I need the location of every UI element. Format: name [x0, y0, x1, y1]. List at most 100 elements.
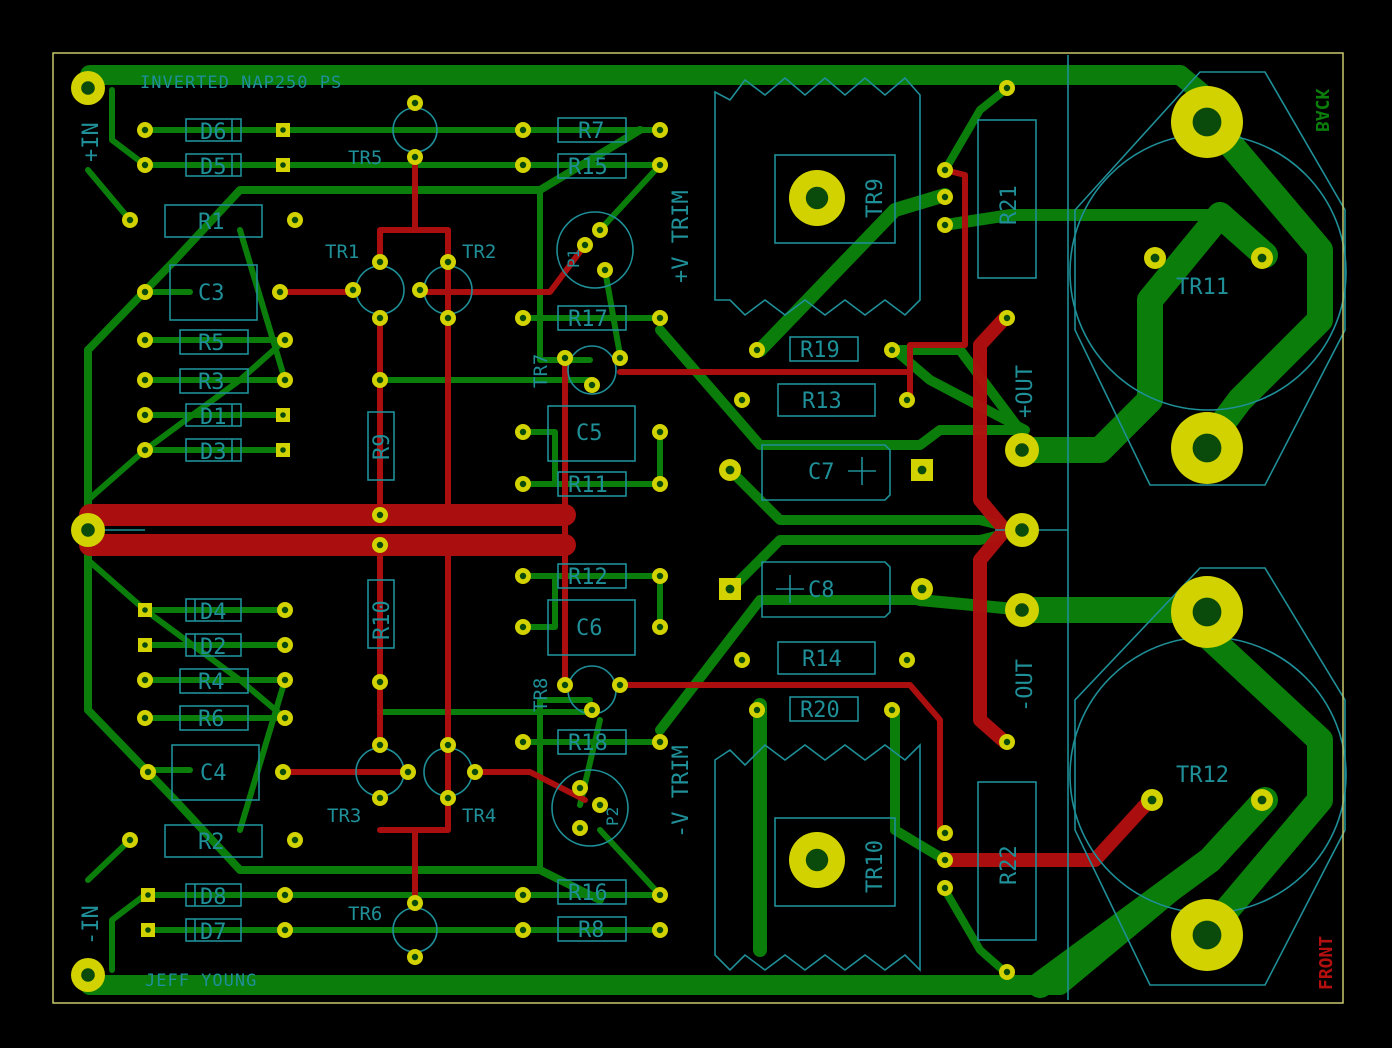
pad-hole: [141, 676, 149, 684]
label-r15: R15: [568, 155, 608, 180]
pad-hole: [753, 346, 761, 354]
pad-hole: [1015, 523, 1029, 537]
pad-hole: [281, 641, 289, 649]
pad-hole: [917, 465, 927, 475]
pad-hole: [725, 584, 735, 594]
pad-hole: [280, 162, 286, 168]
pad-hole: [1257, 795, 1267, 805]
pad-hole: [656, 126, 664, 134]
label-d3: D3: [200, 440, 227, 465]
label-r6: R6: [198, 707, 225, 732]
label-c7: C7: [808, 460, 835, 485]
pad-hole: [903, 396, 911, 404]
pad-hole: [81, 968, 95, 982]
label-d2: D2: [200, 635, 227, 660]
pad-hole: [519, 891, 527, 899]
pad-hole: [376, 541, 384, 549]
pad-hole: [941, 829, 949, 837]
pad-hole: [519, 126, 527, 134]
pad-hole: [349, 286, 357, 294]
label-plus-out: +OUT: [1013, 365, 1038, 418]
pad-hole: [519, 572, 527, 580]
pad-hole: [281, 376, 289, 384]
pad-hole: [738, 656, 746, 664]
pad-hole: [141, 126, 149, 134]
pad-hole: [81, 81, 95, 95]
label-c8: C8: [808, 578, 835, 603]
label-tr5: TR5: [348, 147, 382, 169]
label-tr3: TR3: [327, 805, 361, 827]
pad-hole: [126, 216, 134, 224]
pad-hole: [145, 892, 151, 898]
pad-hole: [376, 511, 384, 519]
pad-hole: [1192, 107, 1222, 137]
pad-hole: [126, 836, 134, 844]
pad-hole: [444, 258, 452, 266]
pad-hole: [81, 523, 95, 537]
pad-hole: [941, 166, 949, 174]
label-r5: R5: [198, 331, 225, 356]
pad-hole: [656, 623, 664, 631]
pad-hole: [1257, 253, 1267, 263]
pad-hole: [291, 216, 299, 224]
pad-hole: [376, 258, 384, 266]
pad-hole: [411, 99, 419, 107]
label-r22: R22: [997, 845, 1022, 885]
pad-hole: [376, 376, 384, 384]
pad-hole: [280, 447, 286, 453]
pad-hole: [144, 768, 152, 776]
board-title: INVERTED NAP250 PS: [140, 73, 342, 93]
pad-hole: [888, 706, 896, 714]
label-minus-in: -IN: [79, 905, 104, 945]
pad-hole: [519, 314, 527, 322]
label-tr11: TR11: [1176, 275, 1229, 300]
pad-hole: [1015, 603, 1029, 617]
label-r16: R16: [568, 881, 608, 906]
label-r20: R20: [800, 698, 840, 723]
pad-hole: [411, 899, 419, 907]
pad-hole: [725, 465, 735, 475]
pad-hole: [1192, 433, 1222, 463]
label-r3: R3: [198, 370, 225, 395]
pad-hole: [281, 336, 289, 344]
label-r14: R14: [802, 647, 842, 672]
label-r12: R12: [568, 565, 608, 590]
pad-layer: [71, 71, 1273, 992]
pad-hole: [805, 186, 829, 210]
pad-hole: [142, 607, 148, 613]
pad-hole: [281, 891, 289, 899]
pad-hole: [738, 396, 746, 404]
pad-hole: [141, 714, 149, 722]
pad-hole: [142, 642, 148, 648]
label-r17: R17: [568, 307, 608, 332]
pad-hole: [444, 314, 452, 322]
label-tr7: TR7: [530, 354, 552, 388]
label-c4: C4: [200, 761, 227, 786]
pad-hole: [903, 656, 911, 664]
pad-hole: [616, 681, 624, 689]
label-p2: P2: [603, 807, 622, 826]
label-d6: D6: [200, 120, 227, 145]
label-front: FRONT: [1316, 936, 1337, 990]
label-d5: D5: [200, 155, 227, 180]
pad-hole: [519, 428, 527, 436]
pad-hole: [576, 824, 584, 832]
pad-hole: [141, 446, 149, 454]
label-c6: C6: [576, 616, 603, 641]
pad-hole: [656, 926, 664, 934]
pad-hole: [411, 153, 419, 161]
label-minus-v-trim: -V TRIM: [669, 745, 694, 838]
pad-hole: [376, 794, 384, 802]
label-plus-in: +IN: [79, 122, 104, 162]
label-p1: P1: [564, 249, 583, 268]
label-c5: C5: [576, 421, 603, 446]
board-edge: [52, 52, 1344, 1004]
pad-hole: [656, 891, 664, 899]
pad-hole: [753, 706, 761, 714]
pad-hole: [444, 741, 452, 749]
pad-hole: [141, 161, 149, 169]
label-r7: R7: [578, 119, 605, 144]
pad-hole: [416, 286, 424, 294]
board-author: JEFF YOUNG: [145, 971, 257, 991]
label-r4: R4: [198, 670, 225, 695]
